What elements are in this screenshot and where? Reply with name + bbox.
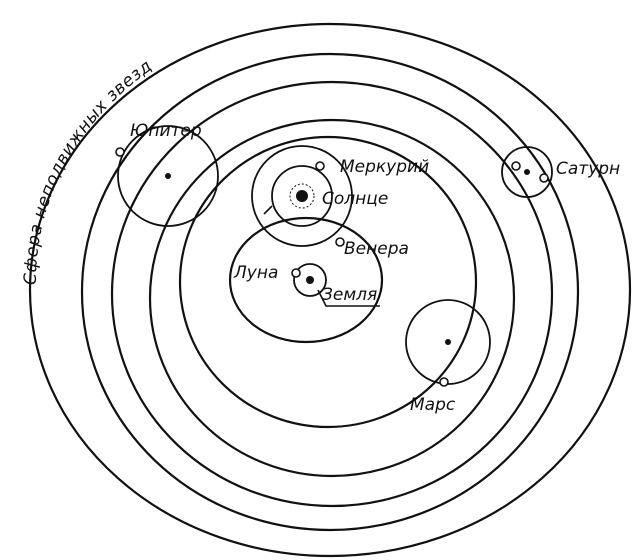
saturn-epicycle (501, 146, 553, 198)
mercury-label: Меркурий (340, 157, 429, 177)
sun-icon (289, 183, 315, 209)
sun-orbit (178, 135, 478, 429)
fixed-stars-label: Сфера неподвижных звезд (21, 56, 156, 285)
mars-orbit (148, 118, 516, 478)
earth-label: Земля (322, 285, 377, 305)
venus-pointer (263, 205, 273, 215)
saturn-orbit (80, 52, 580, 532)
jupiter-epicycle (117, 125, 219, 227)
venus-label: Венера (344, 239, 409, 259)
saturn-marker (539, 173, 549, 183)
mercury-inner-epicycle (271, 165, 333, 227)
jupiter-orbit (110, 80, 554, 508)
mars-planet (439, 377, 449, 387)
moon-orbit (293, 263, 327, 297)
jupiter-center (165, 173, 171, 179)
mercury-epicycle (251, 145, 353, 247)
earth-pointer (317, 289, 380, 307)
sun-label: Солнце (322, 189, 388, 209)
venus-planet (335, 237, 345, 247)
saturn-planet (511, 161, 521, 171)
fixed-stars-sphere (28, 22, 632, 558)
venus-orbit (228, 216, 384, 344)
moon-planet (291, 268, 301, 278)
jupiter-planet (115, 147, 125, 157)
mars-label: Марс (410, 395, 456, 415)
jupiter-label: Юпитер (130, 121, 202, 141)
mars-center (445, 339, 451, 345)
mercury-planet (315, 161, 325, 171)
saturn-label: Сатурн (556, 159, 620, 179)
earth-dot (306, 276, 314, 284)
saturn-center (524, 169, 530, 175)
moon-label: Луна (233, 263, 278, 283)
